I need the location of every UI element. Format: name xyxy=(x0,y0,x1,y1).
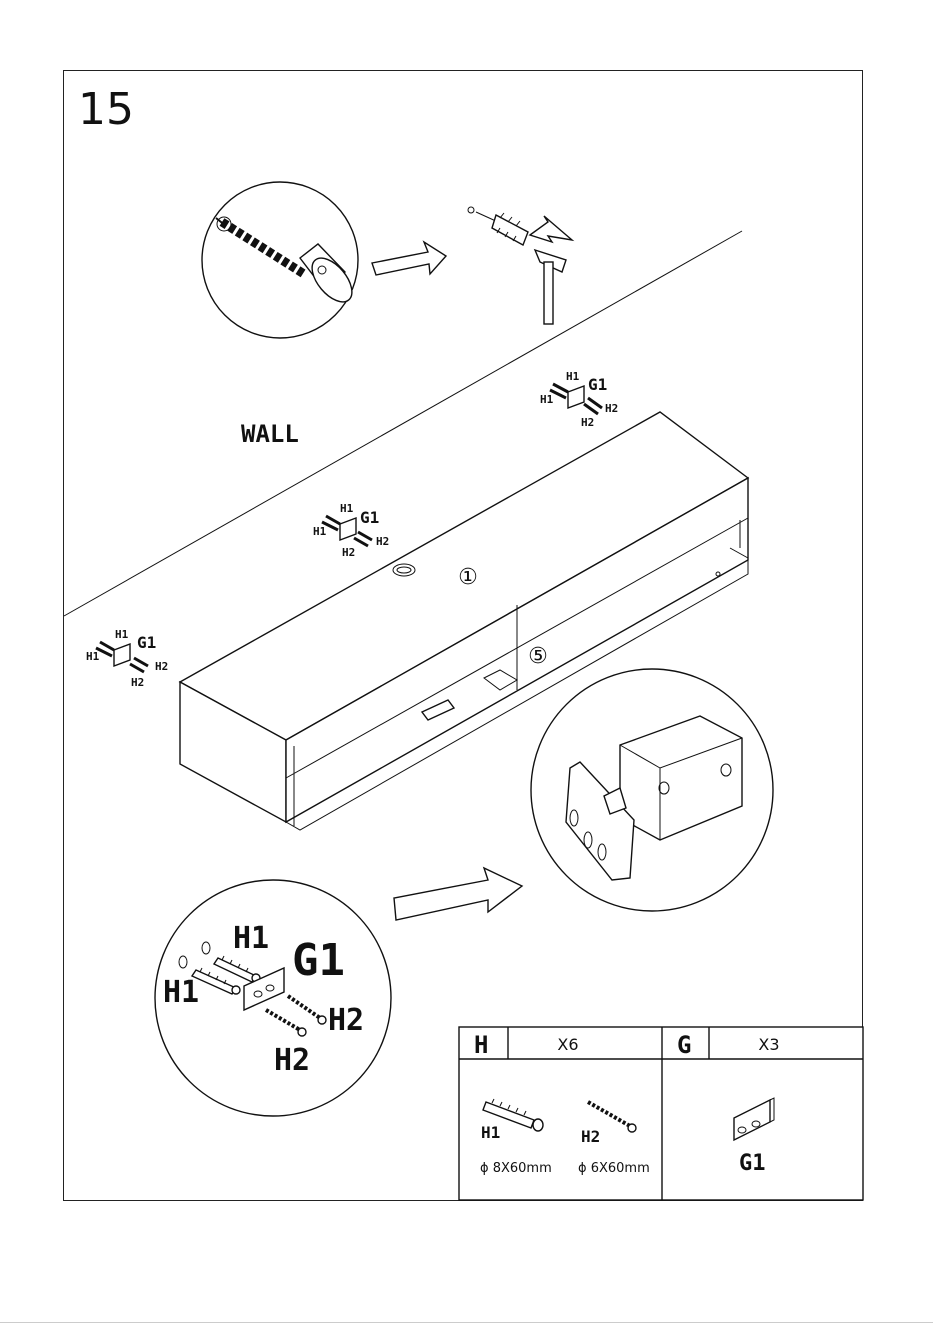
zoom-label-h1b: H1 xyxy=(163,975,199,1010)
zoom-label-h1a: H1 xyxy=(233,921,269,956)
table-h1-name: H1 xyxy=(481,1123,500,1142)
svg-text:H2: H2 xyxy=(131,676,144,689)
table-h2-name: H2 xyxy=(581,1127,600,1146)
svg-text:H2: H2 xyxy=(342,546,355,559)
svg-text:H1: H1 xyxy=(540,393,554,406)
svg-text:H2: H2 xyxy=(155,660,168,673)
zoom-label-h2b: H2 xyxy=(274,1043,310,1078)
svg-text:H2: H2 xyxy=(581,416,594,429)
svg-text:H1: H1 xyxy=(313,525,327,538)
callout-middle: H1 H1 G1 H2 H2 xyxy=(313,502,389,559)
zoom-label-g1: G1 xyxy=(292,935,345,986)
arrow-right-icon xyxy=(372,242,446,275)
zoom-label-h2a: H2 xyxy=(328,1003,364,1038)
callout-top: H1 H1 G1 H2 H2 xyxy=(540,370,618,429)
svg-text:H1: H1 xyxy=(86,650,100,663)
svg-text:H2: H2 xyxy=(605,402,618,415)
part-marker-shelf: ⑤ xyxy=(528,644,548,669)
svg-text:H1: H1 xyxy=(340,502,354,515)
drill-detail xyxy=(202,182,359,338)
callout-left: H1 H1 G1 H2 H2 xyxy=(86,628,168,689)
anchor-hammer-icon xyxy=(468,207,572,324)
bracket-detail xyxy=(531,669,773,911)
table-h-letter: H xyxy=(474,1031,488,1059)
table-h-qty: X6 xyxy=(557,1035,578,1054)
wall-label: WALL xyxy=(241,420,299,448)
table-g-qty: X3 xyxy=(758,1035,779,1054)
svg-text:G1: G1 xyxy=(360,508,379,527)
svg-text:G1: G1 xyxy=(137,633,156,652)
part-marker-panel: ① xyxy=(458,565,478,590)
svg-text:G1: G1 xyxy=(588,375,607,394)
arrow-right-icon xyxy=(394,868,522,920)
svg-text:H1: H1 xyxy=(566,370,580,383)
step-number: 15 xyxy=(78,84,134,135)
svg-text:H2: H2 xyxy=(376,535,389,548)
table-h2-size: ϕ 6X60mm xyxy=(578,1161,650,1176)
table-g-letter: G xyxy=(677,1031,691,1059)
svg-text:H1: H1 xyxy=(115,628,129,641)
table-g1-name: G1 xyxy=(739,1151,766,1176)
table-h1-size: ϕ 8X60mm xyxy=(480,1161,552,1176)
